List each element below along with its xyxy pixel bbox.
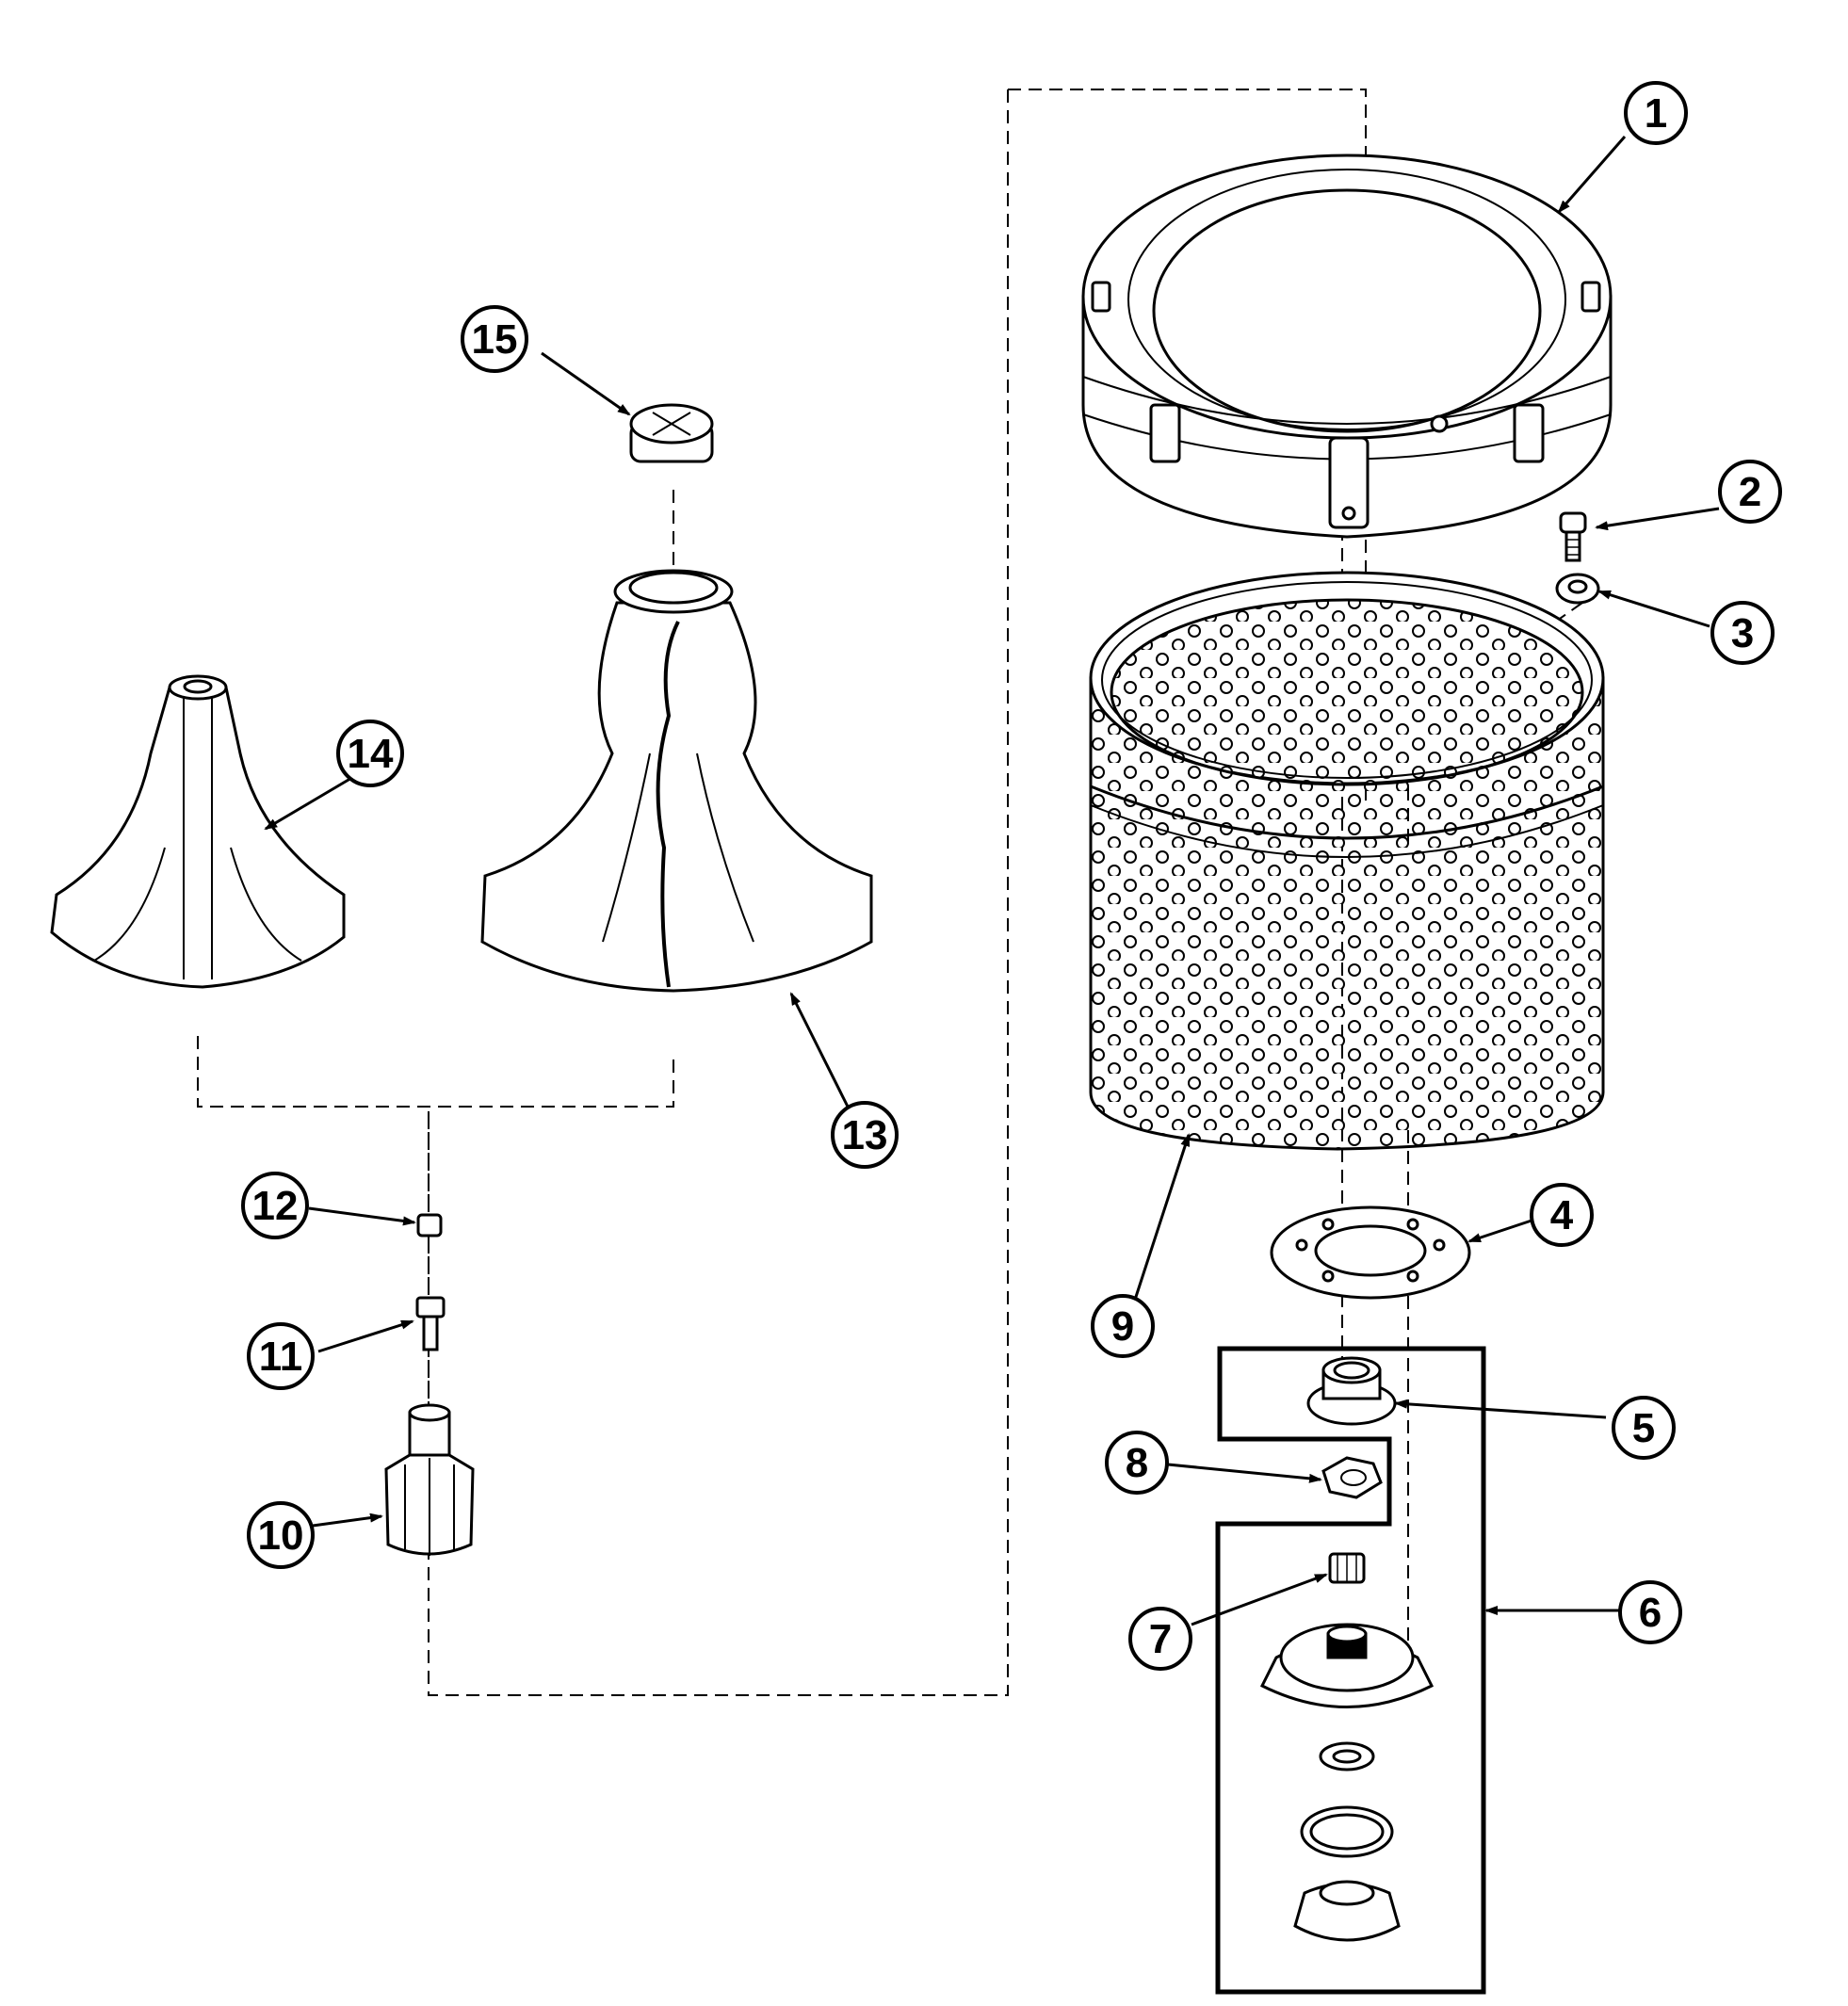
callout-15: 15 [461, 305, 528, 373]
callout-8-label: 8 [1126, 1440, 1148, 1486]
callout-14: 14 [336, 720, 404, 787]
callouts: 1 2 3 4 5 6 7 8 [241, 81, 1782, 1671]
callout-13: 13 [831, 1101, 899, 1169]
callout-3: 3 [1710, 601, 1775, 665]
callout-12: 12 [241, 1172, 309, 1239]
part-bolt [415, 1296, 446, 1351]
callout-10: 10 [247, 1501, 315, 1569]
callout-14-label: 14 [348, 731, 394, 777]
part-nut-cap [416, 1213, 443, 1238]
part-bearing-seal [1306, 1356, 1397, 1426]
callout-2-label: 2 [1739, 469, 1761, 515]
callout-11: 11 [247, 1322, 315, 1390]
part-lower-seals [1293, 1741, 1401, 1942]
part-agitator-large [480, 569, 873, 993]
part-washer [1555, 573, 1600, 605]
callout-9-label: 9 [1111, 1303, 1134, 1350]
part-spin-basket [1089, 571, 1605, 1151]
callout-6: 6 [1618, 1580, 1682, 1644]
hex-nut-hole [1340, 1469, 1367, 1486]
callout-9: 9 [1091, 1294, 1155, 1358]
callout-4: 4 [1530, 1183, 1594, 1247]
callout-12-label: 12 [252, 1183, 299, 1229]
part-gasket [1270, 1205, 1471, 1300]
callout-5: 5 [1612, 1396, 1676, 1460]
callout-1-label: 1 [1645, 90, 1667, 137]
callout-1: 1 [1624, 81, 1688, 145]
callout-3-label: 3 [1731, 610, 1754, 656]
callout-15-label: 15 [472, 316, 518, 363]
callout-4-label: 4 [1550, 1192, 1574, 1238]
part-agitator-drive-block [384, 1403, 475, 1556]
callout-6-label: 6 [1639, 1590, 1662, 1636]
part-agitator-cap [629, 403, 714, 463]
callout-2: 2 [1718, 460, 1782, 524]
callout-8: 8 [1105, 1431, 1169, 1495]
callout-7-label: 7 [1149, 1616, 1172, 1662]
callout-7: 7 [1128, 1607, 1192, 1671]
callout-5-label: 5 [1632, 1405, 1655, 1451]
callout-11-label: 11 [259, 1334, 303, 1380]
part-drive-hub [1259, 1623, 1435, 1708]
assembly-box-outline [1215, 1346, 1486, 1995]
callout-13-label: 13 [842, 1112, 888, 1158]
part-agitator-small [50, 674, 346, 989]
callout-10-label: 10 [258, 1513, 304, 1559]
part-screw [1559, 511, 1587, 562]
part-outer-tub-ring [1081, 154, 1613, 539]
part-spline-insert [1328, 1552, 1366, 1584]
